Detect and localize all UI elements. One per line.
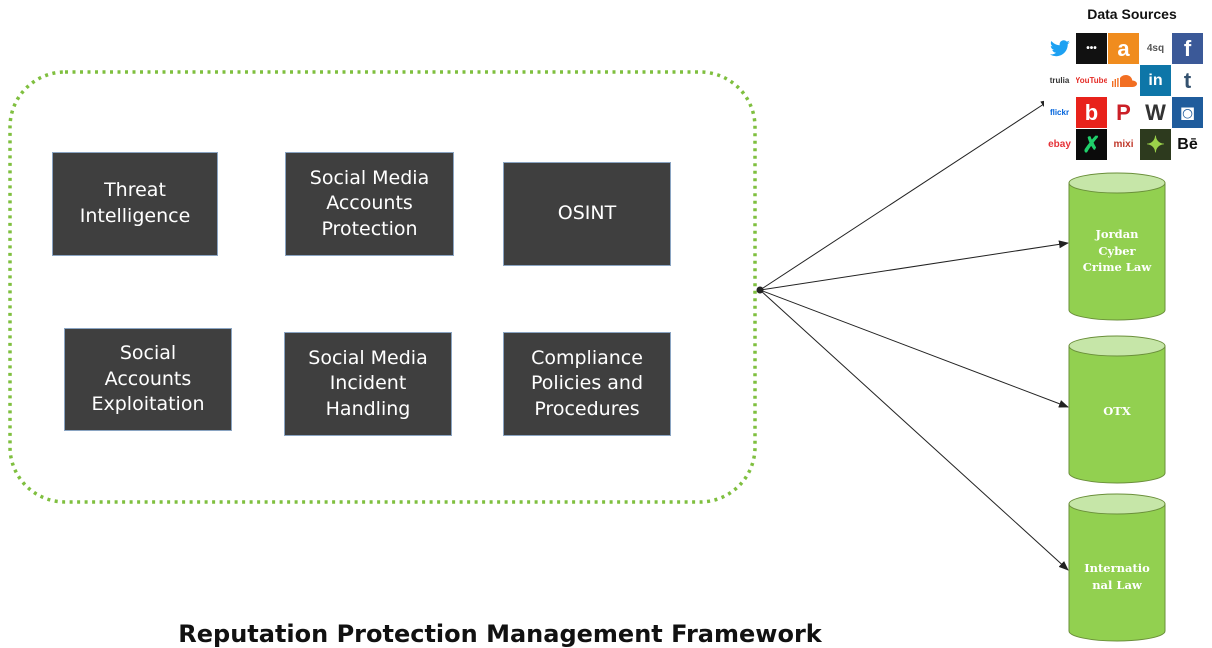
data-sources-title: Data Sources (1087, 6, 1177, 22)
arrow-origin-dot (756, 286, 764, 294)
arrow-to-jordan-cyber-crime-law (759, 240, 1069, 291)
framework-container (8, 70, 757, 504)
otx-label: OTX (1103, 404, 1131, 418)
osint-box: OSINT (503, 162, 671, 266)
international-law-label: Internatio nal Law (1084, 561, 1150, 592)
otx-cylinder (1068, 335, 1166, 484)
facebook-icon: f (1172, 33, 1203, 64)
linkedin-icon: in (1140, 65, 1171, 96)
tumblr-icon: t (1172, 65, 1203, 96)
foursquare-icon: 4sq (1140, 33, 1171, 64)
twitter-icon (1044, 33, 1075, 64)
behance-icon: Bē (1172, 129, 1203, 160)
database-cylinders (1068, 172, 1166, 642)
amazon-icon: a (1108, 33, 1139, 64)
wikipedia-icon: W (1140, 97, 1171, 128)
jordan-cyber-crime-law-cylinder (1068, 172, 1166, 321)
mixi-icon: mixi (1108, 129, 1139, 160)
arrow-to-data-sources (759, 99, 1051, 291)
soundcloud-icon (1108, 65, 1139, 96)
arrow-to-international-law (759, 289, 1069, 571)
compliance-policies-procedures-box: Compliance Policies and Procedures (503, 332, 671, 436)
flickr-icon: flickr (1044, 97, 1075, 128)
social-media-accounts-protection-box: Social Media Accounts Protection (285, 152, 454, 256)
trulia-icon: trulia (1044, 65, 1075, 96)
pinterest-icon: P (1108, 97, 1139, 128)
social-media-incident-handling-box: Social Media Incident Handling (284, 332, 452, 436)
arrow-to-otx (759, 289, 1069, 408)
youtube-icon: YouTube (1076, 65, 1107, 96)
photobucket-icon: ◙ (1172, 97, 1203, 128)
blogger-icon: b (1076, 97, 1107, 128)
xing-icon: ✗ (1076, 129, 1107, 160)
international-law-cylinder (1068, 493, 1166, 642)
ebay-icon: ebay (1044, 129, 1075, 160)
social-accounts-exploitation-box: Social Accounts Exploitation (64, 328, 232, 431)
vine-leaf-icon: ✦ (1140, 129, 1171, 160)
framework-title: Reputation Protection Management Framewo… (178, 620, 822, 648)
threat-intelligence-box: Threat Intelligence (52, 152, 218, 256)
jordan-cyber-crime-law-label: Jordan Cyber Crime Law (1082, 227, 1152, 275)
meetup-icon: ••• (1076, 33, 1107, 64)
